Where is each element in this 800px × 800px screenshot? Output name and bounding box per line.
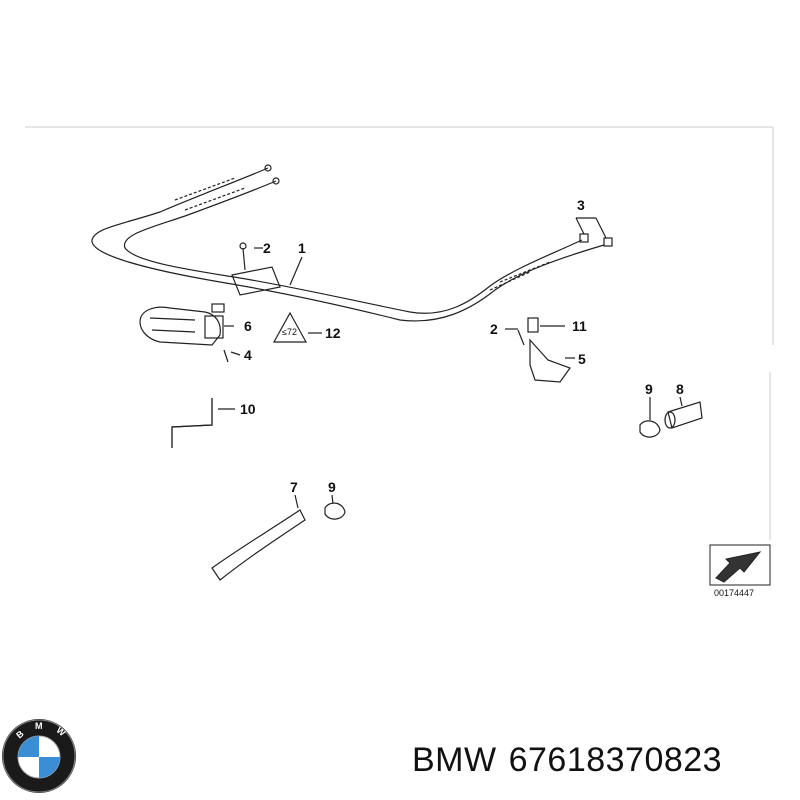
- callout-9a: 9: [645, 381, 653, 397]
- callout-10: 10: [240, 401, 256, 417]
- warning-label: ≤72: [272, 311, 308, 343]
- callout-2a: 2: [263, 240, 271, 256]
- leader-8: [679, 396, 683, 407]
- leader-4: [230, 351, 241, 356]
- callout-4: 4: [244, 347, 252, 363]
- callout-3: 3: [577, 197, 585, 213]
- cable-assembly: [91, 164, 613, 322]
- direction-arrow-icon: [715, 551, 762, 583]
- leader-7: [294, 494, 299, 509]
- part-caption: BMW 67618370823: [412, 741, 734, 780]
- grommet-upper: [639, 420, 661, 438]
- callout-6: 6: [244, 318, 252, 334]
- callout-7: 7: [290, 479, 298, 495]
- svg-text:≤72: ≤72: [282, 327, 297, 337]
- callout-5: 5: [578, 351, 586, 367]
- leader-3b: [575, 217, 585, 235]
- reference-number: 00174447: [714, 588, 754, 598]
- drive-motor: [139, 303, 229, 363]
- cable-bracket: [231, 242, 281, 296]
- callout-2b: 2: [490, 321, 498, 337]
- leader-9b: [331, 494, 334, 505]
- cable-holder: [517, 317, 571, 383]
- callout-11: 11: [572, 318, 587, 334]
- hose-section: [211, 509, 306, 581]
- grommet-lower: [324, 502, 346, 520]
- leader-3c: [595, 217, 607, 239]
- reference-box: [709, 544, 771, 586]
- svg-text:M: M: [35, 721, 43, 731]
- drain-hose: [664, 401, 703, 429]
- callout-9b: 9: [328, 479, 336, 495]
- emergency-crank: [171, 398, 213, 448]
- callout-8: 8: [676, 381, 684, 397]
- leader-1: [289, 256, 303, 286]
- callout-12: 12: [325, 325, 341, 341]
- part-number: 67618370823: [508, 741, 723, 779]
- callout-1: 1: [298, 240, 306, 256]
- svg-text:B: B: [14, 728, 26, 740]
- brand-name: BMW: [412, 741, 497, 779]
- bmw-roundel-icon: B M W: [2, 719, 76, 793]
